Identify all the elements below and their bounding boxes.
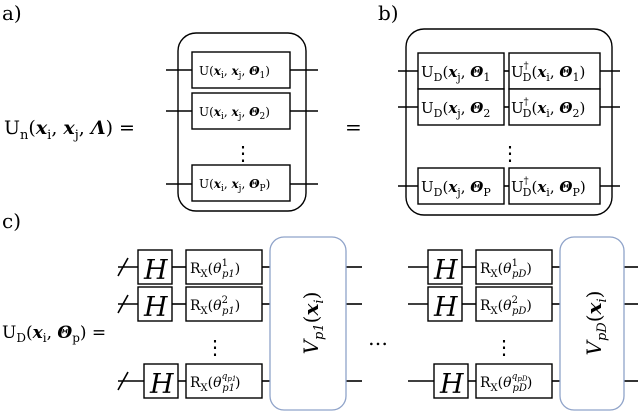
svg-text:U(xi, xj, Θ2): U(xi, xj, Θ2) (199, 105, 270, 122)
svg-text:U(xi, xj, ΘP): U(xi, xj, ΘP) (199, 177, 270, 194)
svg-text:VpD(xi): VpD(xi) (582, 291, 610, 356)
svg-text:UD(xj, Θ2: UD(xj, Θ2 (421, 99, 490, 120)
panel-b-container (405, 28, 613, 216)
panel-b-row-p-left: UD(xj, ΘP (417, 167, 505, 205)
svg-text:UD(xj, Θ1: UD(xj, Θ1 (421, 63, 490, 84)
panel-label-b: b) (378, 1, 399, 25)
block1-ellipsis: ⋮ (205, 335, 225, 359)
panel-b-wires (398, 70, 620, 187)
panel-b-row-p-right: U†D(xi, ΘP) (508, 167, 601, 205)
panel-b-row-1-right: U†D(xi, Θ1) (508, 52, 601, 90)
svg-text:H: H (433, 255, 458, 286)
svg-text:U†D(xi, Θ2): U†D(xi, Θ2) (511, 97, 585, 120)
block2-wires (408, 266, 638, 382)
panel-b-ellipsis: ⋮ (500, 141, 520, 165)
block1-hadamard-q: H (143, 363, 179, 400)
panel-c-middle-ellipsis: … (368, 326, 388, 350)
block2-hadamard-q: H (433, 363, 469, 400)
block1-v-block: Vp1(xi) (269, 236, 347, 411)
svg-text:U†D(xi, ΘP): U†D(xi, ΘP) (511, 176, 586, 199)
panel-a-gate-1: U(xi, xj, Θ1) (191, 51, 291, 89)
svg-text:UD(xj, ΘP: UD(xj, ΘP (421, 178, 491, 199)
block2-hadamard-2: H (427, 286, 463, 323)
block2-hadamard-1: H (427, 249, 463, 286)
panel-a-wires (166, 69, 318, 185)
svg-text:H: H (149, 369, 174, 400)
svg-text:U†D(xi, Θ1): U†D(xi, Θ1) (511, 61, 585, 84)
block1-hadamard-1: H (137, 249, 173, 286)
svg-text:Vp1(xi): Vp1(xi) (299, 292, 327, 355)
svg-text:H: H (433, 292, 458, 323)
block2-v-block: VpD(xi) (559, 236, 625, 411)
block1-wires (117, 257, 362, 391)
panel-b-row-2-right: U†D(xi, Θ2) (508, 88, 601, 126)
svg-text:H: H (143, 255, 168, 286)
panel-a-gate-p: U(xi, xj, ΘP) (191, 164, 291, 202)
panel-c-lhs: UD(xi, Θp) = (2, 323, 106, 345)
svg-text:U(xi, xj, Θ1): U(xi, xj, Θ1) (199, 64, 270, 81)
panel-label-c: c) (2, 209, 21, 233)
block1-hadamard-2: H (137, 286, 173, 323)
equals-sign: = (345, 115, 362, 139)
svg-text:H: H (439, 369, 464, 400)
panel-b-row-1-left: UD(xj, Θ1 (417, 52, 505, 90)
panel-a-gate-2: U(xi, xj, Θ2) (191, 92, 291, 130)
block2-ellipsis: ⋮ (494, 335, 514, 359)
svg-text:H: H (143, 292, 168, 323)
panel-a-lhs: Un(xi, xj, Λ) = (4, 117, 135, 143)
panel-b-row-2-left: UD(xj, Θ2 (417, 88, 505, 126)
panel-a-ellipsis: ⋮ (233, 141, 253, 165)
panel-a-container (177, 32, 307, 212)
panel-label-a: a) (2, 1, 22, 25)
